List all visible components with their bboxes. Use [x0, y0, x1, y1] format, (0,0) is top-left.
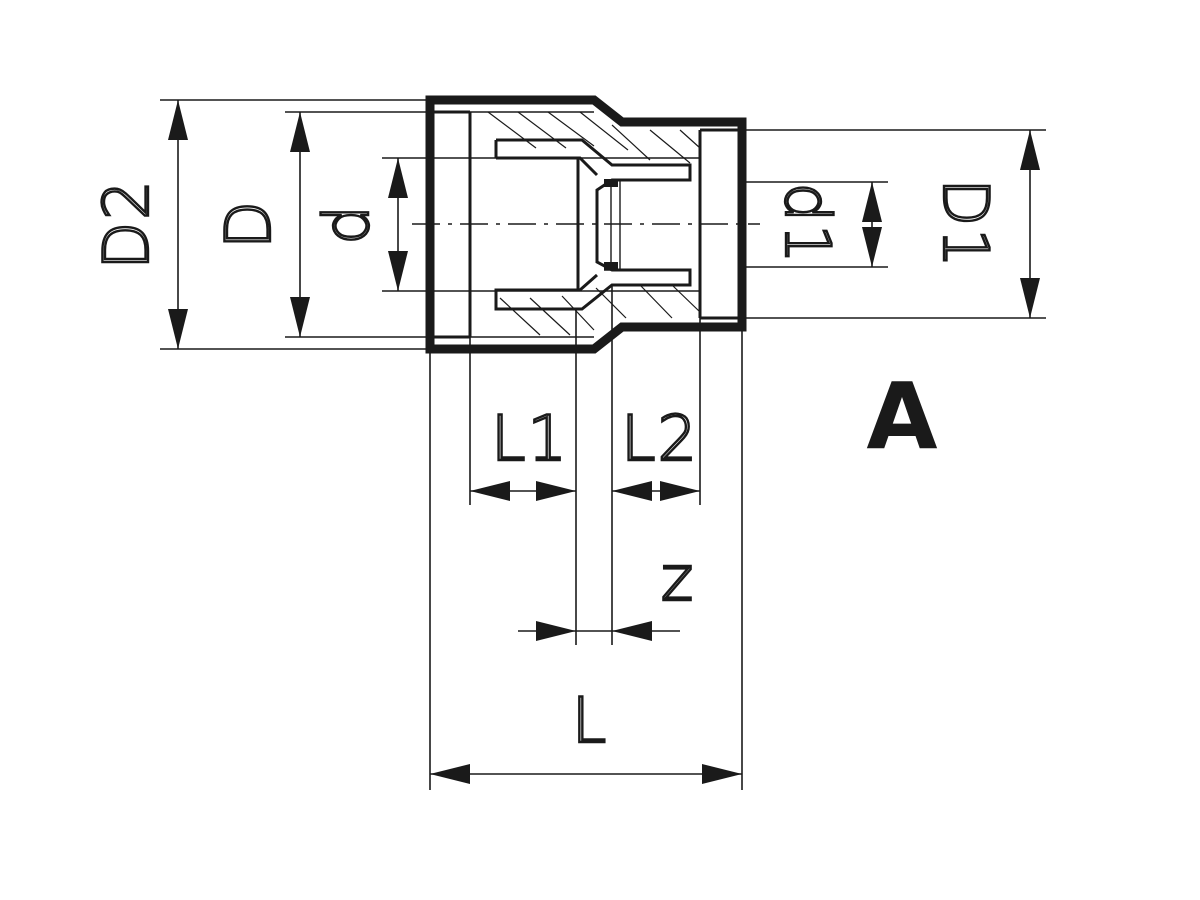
- inner-insert: [494, 138, 692, 311]
- dimension-d: [382, 157, 470, 292]
- dimension-D2: [160, 99, 430, 350]
- extension-lines: [429, 285, 743, 790]
- dimension-d1: [742, 181, 888, 268]
- dimension-L2: [612, 481, 700, 501]
- label-variant-A: A: [866, 363, 937, 470]
- dimension-L: [430, 764, 742, 784]
- label-L1: L1: [491, 402, 569, 475]
- label-d: d: [310, 203, 383, 244]
- dimension-D1: [742, 129, 1046, 319]
- label-D1: D1: [929, 178, 1002, 269]
- label-L2: L2: [621, 402, 699, 475]
- dimension-D: [285, 111, 430, 338]
- section-hatching: [487, 111, 701, 336]
- label-L: L: [572, 684, 609, 757]
- label-d1: d1: [771, 183, 844, 266]
- dimension-L1: [470, 481, 576, 501]
- label-z: z: [661, 542, 696, 615]
- label-D2: D2: [90, 178, 163, 269]
- label-D: D: [212, 199, 285, 249]
- dimension-z: [518, 621, 680, 641]
